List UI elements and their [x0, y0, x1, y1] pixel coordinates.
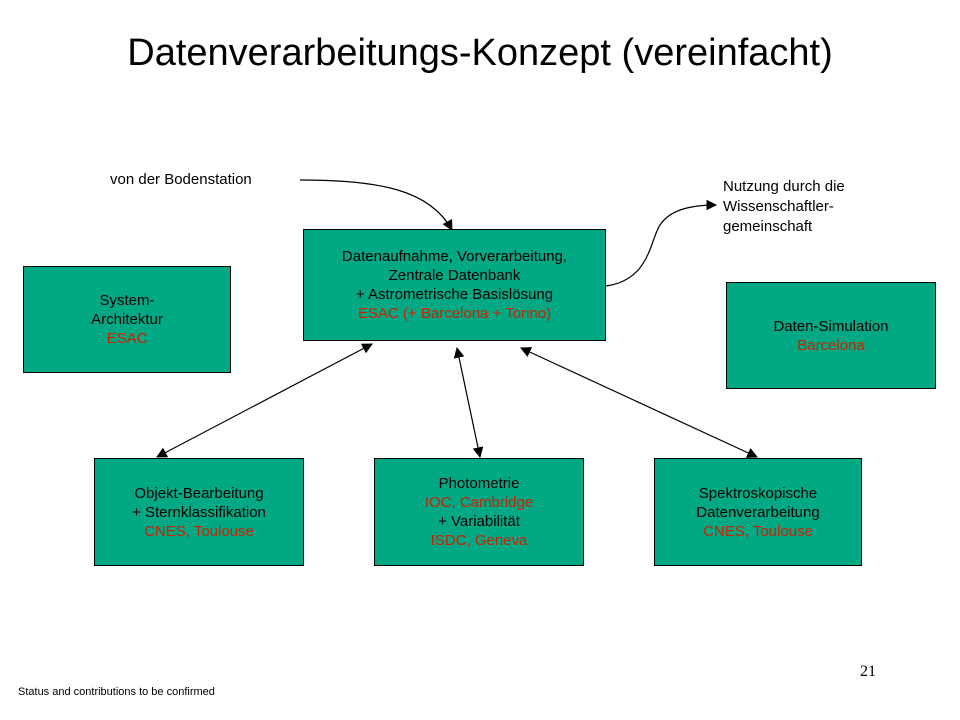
arrow-central-object	[156, 343, 373, 458]
page-title: Datenverarbeitungs-Konzept (vereinfacht)	[127, 32, 833, 74]
arrow-central-photometry	[453, 346, 484, 459]
ground-station-label: von der Bodenstation	[110, 171, 252, 188]
arrow-central-spectro	[520, 347, 758, 458]
spectroscopy-box: Spektroskopische Datenverarbeitung CNES,…	[654, 458, 862, 566]
arrow-central-to-community	[605, 199, 718, 287]
central-box: Datenaufnahme, Vorverarbeitung, Zentrale…	[303, 229, 606, 341]
photometry-box: Photometrie IOC, Cambridge + Variabilitä…	[374, 458, 584, 566]
footer-note: Status and contributions to be confirmed	[18, 686, 215, 698]
page-number: 21	[860, 663, 876, 680]
system-architecture-box: System- Architektur ESAC	[23, 266, 231, 373]
arrow-ground-to-central	[299, 179, 453, 231]
object-processing-box: Objekt-Bearbeitung + Sternklassifikation…	[94, 458, 304, 566]
usage-label: Nutzung durch die Wissenschaftler- gemei…	[723, 178, 845, 235]
data-simulation-box: Daten-Simulation Barcelona	[726, 282, 936, 389]
